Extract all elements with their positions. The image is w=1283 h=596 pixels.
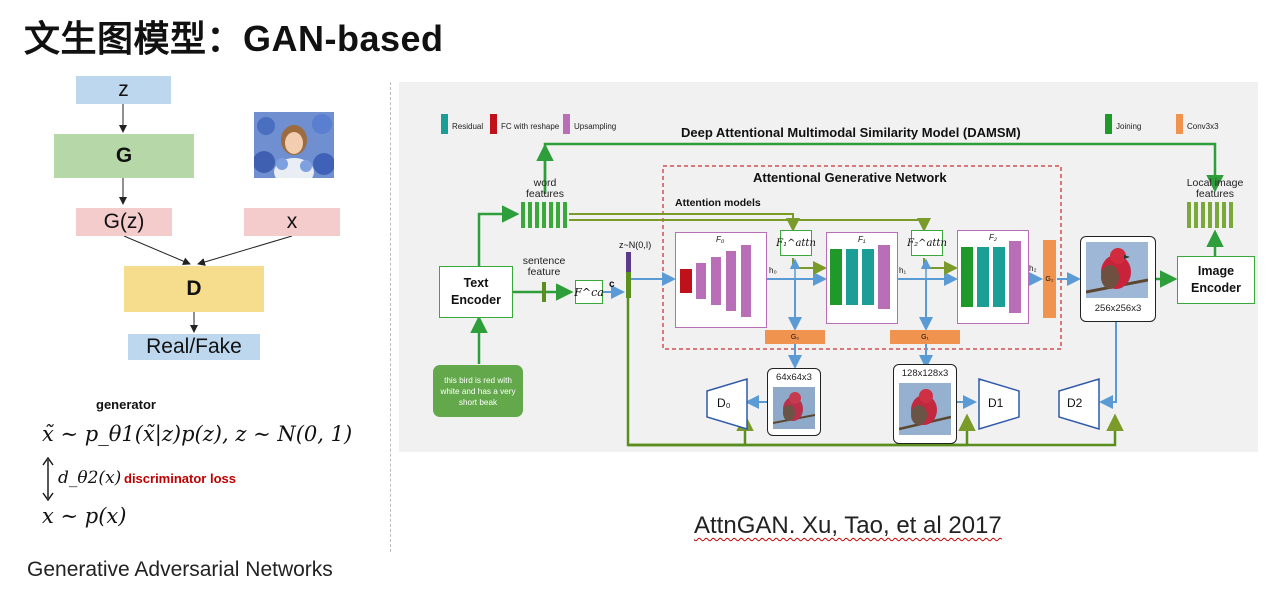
double-arrow-icon: [42, 456, 54, 502]
d1-label: D1: [988, 396, 1004, 410]
citation: AttnGAN. Xu, Tao, et al 2017: [694, 512, 1002, 540]
legend-upsampling: Upsampling: [574, 122, 617, 131]
bird-image-256: [1086, 242, 1148, 298]
sample-painting-image: [253, 112, 335, 186]
joining-layer: [830, 249, 842, 305]
discriminator-loss-label: discriminator loss: [124, 471, 236, 486]
d2-shape: [1058, 378, 1100, 430]
upsample-layer: [878, 245, 890, 309]
noise-label: z~N(0,I): [619, 240, 652, 250]
z-box: z: [76, 76, 171, 104]
concat-bar: [626, 272, 631, 298]
upsample-layer: [1009, 241, 1021, 313]
size-64-label: 64x64x3: [776, 372, 812, 383]
discriminator-box: D: [124, 266, 264, 312]
bird-image-128: [899, 383, 951, 435]
word-features-bars: [521, 202, 567, 228]
f1-block: F₁: [826, 232, 898, 324]
d2-label: D2: [1067, 396, 1083, 410]
residual-layer: [993, 247, 1005, 307]
legend-upsampling-swatch: [563, 114, 570, 134]
f1-attn-box: F₁^attn: [776, 230, 816, 256]
g2-block: G₂: [1043, 240, 1056, 318]
damsm-label: Deep Attentional Multimodal Similarity M…: [681, 125, 1021, 140]
sentence-feature-label: sentence feature: [522, 255, 566, 278]
legend-joining: Joining: [1116, 122, 1142, 131]
x-box: x: [244, 208, 340, 236]
upsample-layer: [726, 251, 736, 311]
h0-label: h₀: [769, 266, 777, 275]
generator-equation: x̃ ∼ p_θ1(x̃|z)p(z), z ∼ N(0, 1): [42, 422, 352, 446]
attngan-connections: [470, 142, 1224, 447]
attention-models-label: Attention models: [675, 197, 761, 209]
real-fake-box: Real/Fake: [128, 334, 260, 360]
discriminator-term: d_θ2(x): [58, 468, 122, 488]
f2-block: F₂: [957, 230, 1029, 324]
f1-label: F₁: [858, 235, 866, 244]
fca-box: F^ca: [574, 280, 604, 304]
image-encoder-box: Image Encoder: [1177, 256, 1255, 304]
slide-title: 文生图模型：GAN-based: [24, 18, 444, 59]
legend-conv: Conv3x3: [1187, 122, 1219, 131]
gz-box: G(z): [76, 208, 172, 236]
h2-label: h₂: [1029, 264, 1037, 273]
d1-shape: [978, 378, 1020, 430]
attngan-diagram: Residual FC with reshape Upsampling Join…: [399, 82, 1258, 452]
upsample-layer: [711, 257, 721, 305]
legend-residual: Residual: [452, 122, 484, 131]
joining-layer: [961, 247, 973, 307]
vertical-divider: [390, 82, 391, 552]
word-features-label: word features: [526, 177, 564, 200]
sentence-feature-bar: [542, 282, 546, 302]
legend-joining-swatch: [1105, 114, 1112, 134]
legend-fc: FC with reshape: [501, 122, 560, 131]
residual-layer: [862, 249, 874, 305]
size-256-label: 256x256x3: [1094, 303, 1142, 314]
citation-text: AttnGAN. Xu, Tao, et al 2017: [694, 512, 1002, 539]
noise-bar: [626, 252, 631, 272]
fc-layer: [680, 269, 692, 293]
bird-image-64: [773, 387, 815, 429]
generator-box: G: [54, 134, 194, 178]
size-128-label: 128x128x3: [901, 368, 949, 379]
f0-label: F₀: [716, 235, 725, 244]
f0-block: F₀: [675, 232, 767, 328]
generator-label: generator: [96, 397, 156, 412]
legend-conv-swatch: [1176, 114, 1183, 134]
agn-label: Attentional Generative Network: [753, 170, 947, 185]
upsample-layer: [696, 263, 706, 299]
residual-layer: [977, 247, 989, 307]
legend-residual-swatch: [441, 114, 448, 134]
d0-label: D₀: [717, 396, 731, 410]
upsample-layer: [741, 245, 751, 317]
legend-fc-swatch: [490, 114, 497, 134]
gan-caption: Generative Adversarial Networks: [27, 558, 333, 581]
image-64-frame: 64x64x3: [767, 368, 821, 436]
local-features-bars: [1187, 202, 1233, 228]
f2-attn-box: F₂^attn: [907, 230, 947, 256]
g1-block: G₁: [890, 330, 960, 344]
data-distribution-equation: x ∼ p(x): [42, 504, 127, 528]
generator-equation-text: x̃ ∼ p_θ1(x̃|z)p(z), z ∼ N(0, 1): [42, 422, 353, 446]
h1-label: h₁: [899, 266, 907, 275]
input-text-bubble: this bird is red with white and has a ve…: [433, 365, 523, 417]
image-256-frame: 256x256x3: [1080, 236, 1156, 322]
f2-label: F₂: [989, 233, 997, 242]
residual-layer: [846, 249, 858, 305]
c-label: c: [609, 279, 615, 290]
d0-shape: [706, 378, 748, 430]
gan-arrows: [119, 104, 293, 333]
local-features-label: Local image features: [1186, 177, 1244, 200]
g0-block: G₀: [765, 330, 825, 344]
text-encoder-box: Text Encoder: [439, 266, 513, 318]
image-128-frame: 128x128x3: [893, 364, 957, 444]
